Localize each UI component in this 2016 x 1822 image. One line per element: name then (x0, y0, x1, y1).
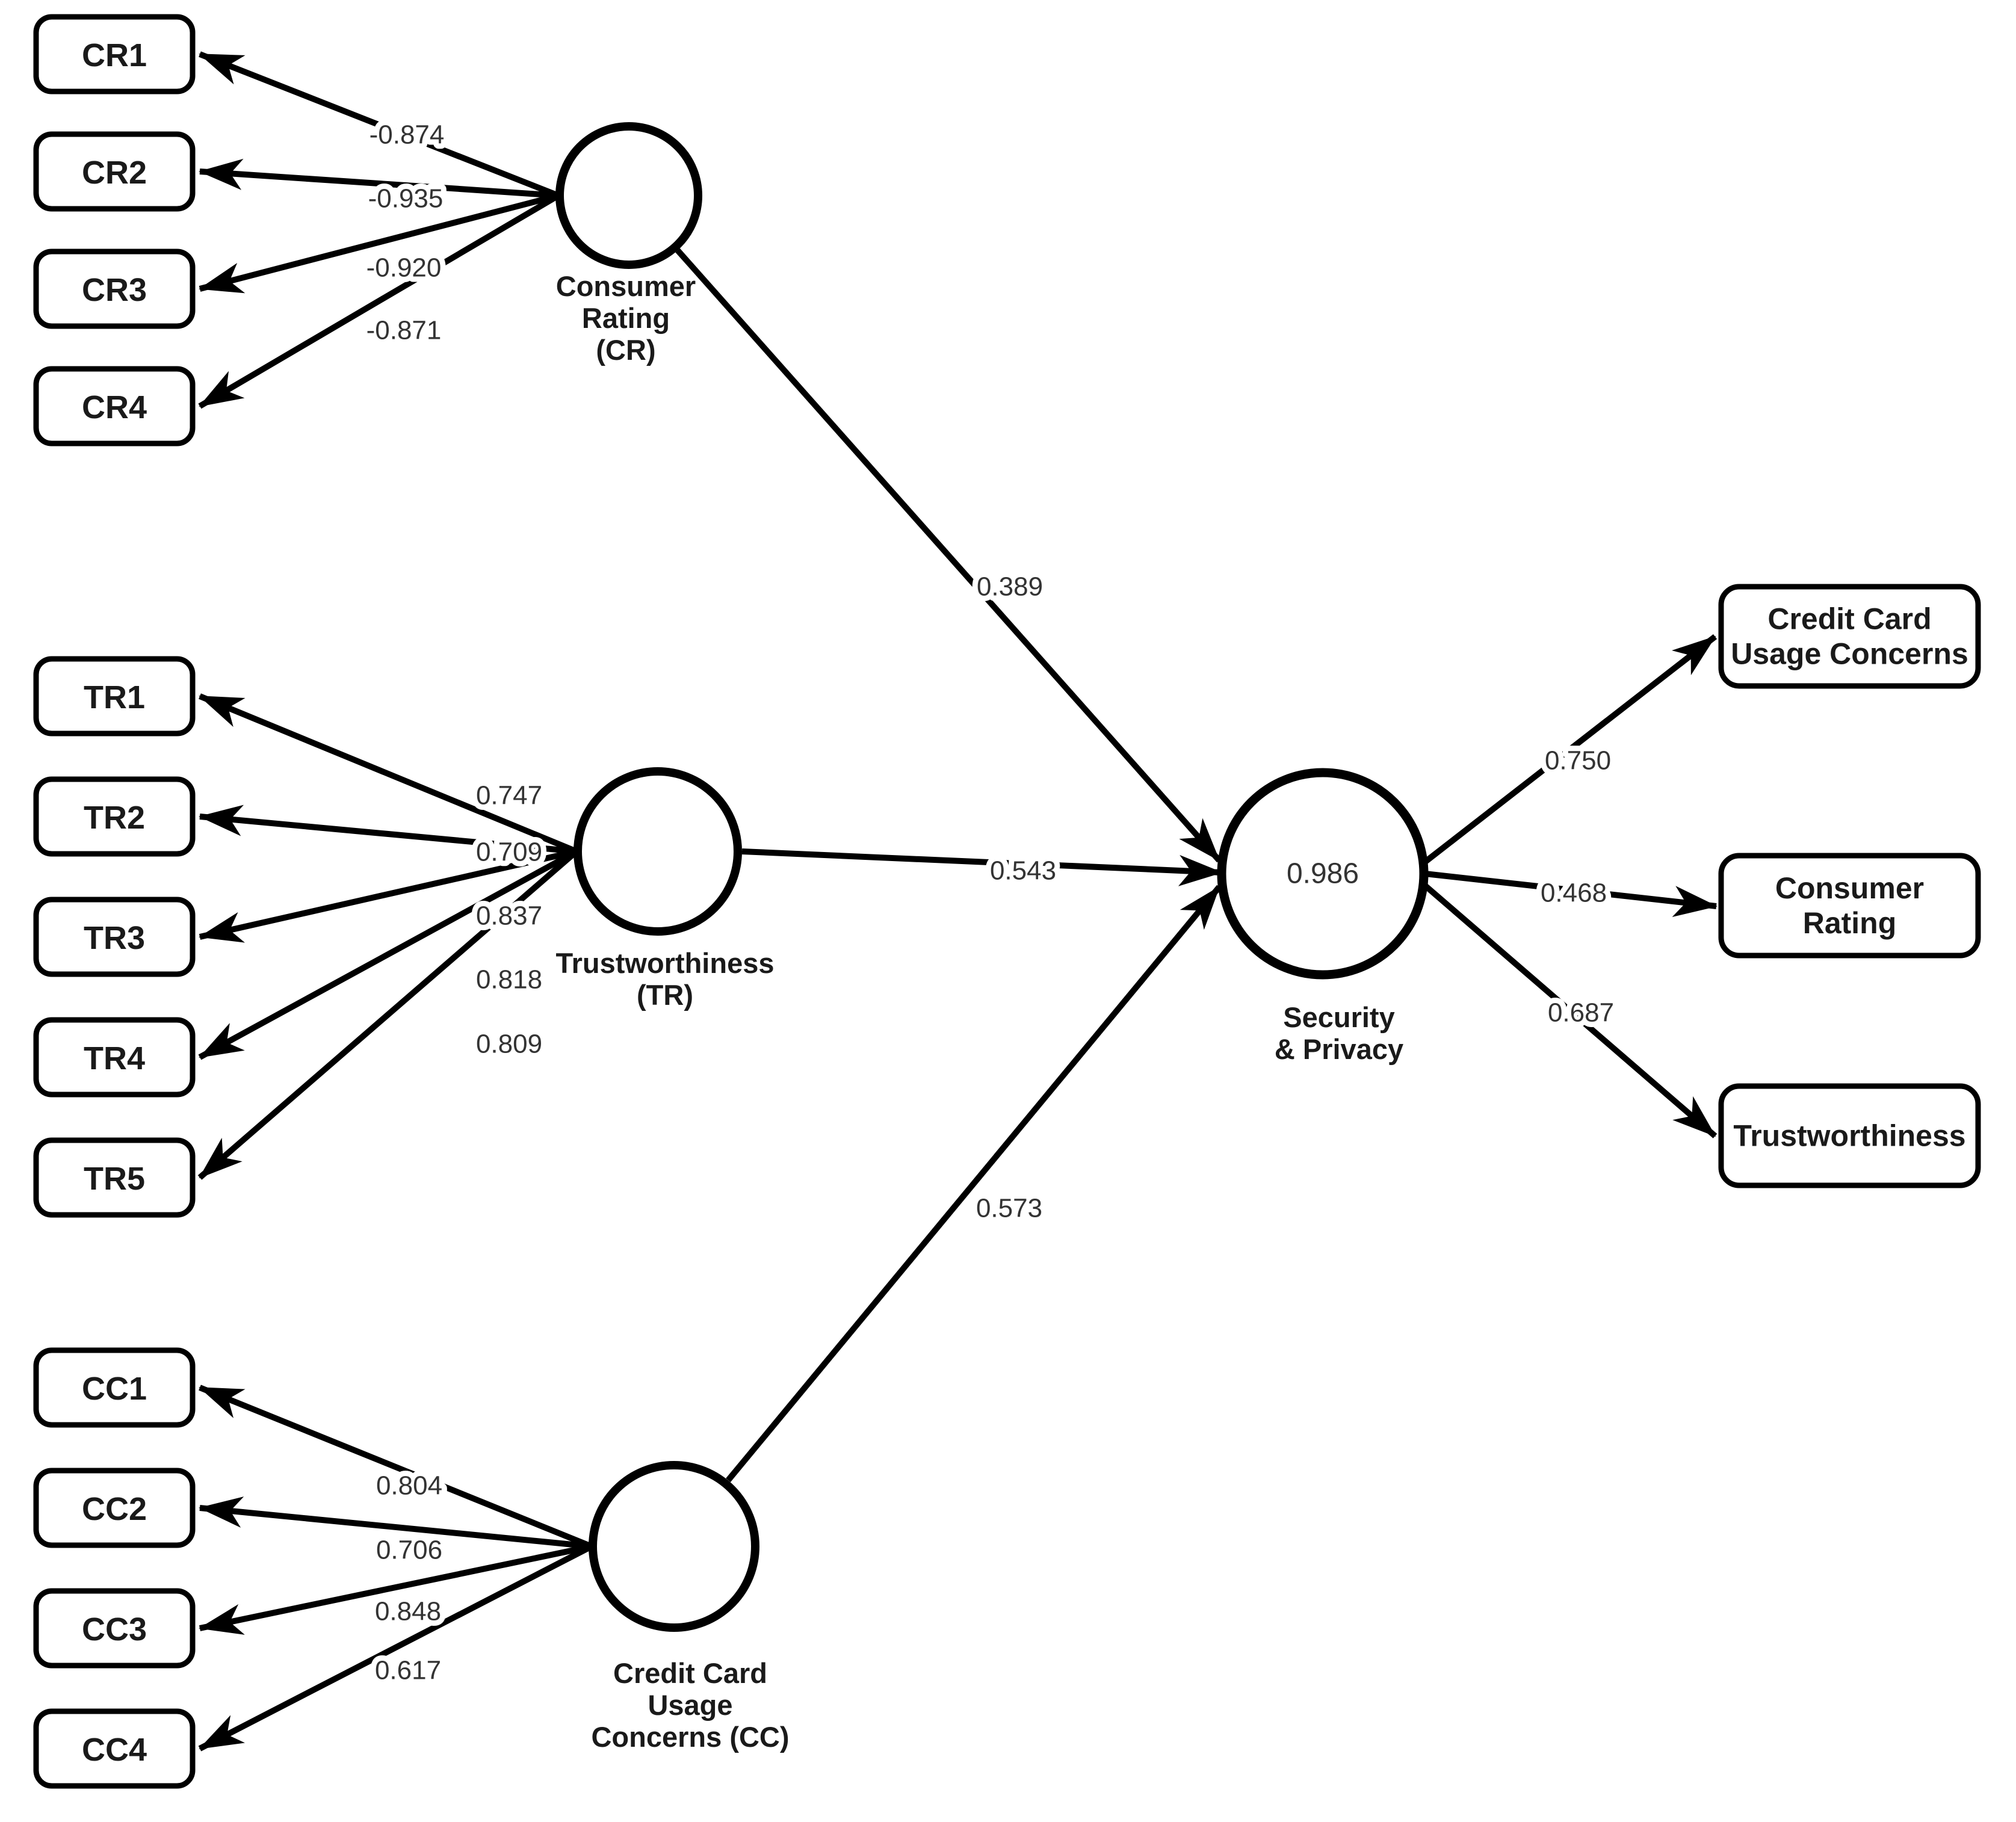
indicator-box-CC2 (33, 1468, 196, 1548)
outcome-label-OUT_TR: Trustworthiness (1733, 1119, 1965, 1153)
indicator-box-CR3 (33, 249, 196, 329)
indicator-box-CR1 (33, 14, 196, 94)
indicator-label-CC2: CC2 (82, 1491, 147, 1527)
path-value-tr-sp: 0.543 (990, 856, 1056, 886)
path-arrow-cr-cr1 (199, 51, 560, 199)
latent-label-TR: Trustworthiness(TR) (555, 947, 774, 1011)
path-value-cc-cc2: 0.706 (376, 1536, 442, 1565)
latent-label-SP: Security& Privacy (1275, 1001, 1403, 1065)
path-arrow-cc-cc1 (199, 1385, 593, 1549)
path-arrow-cr-cr3 (199, 193, 560, 294)
path-arrow-cc-cc4 (198, 1543, 593, 1752)
latent-circle-CC (589, 1461, 759, 1632)
path-value-sp-outcr: 0.468 (1541, 879, 1607, 908)
indicator-label-CR3: CR3 (82, 272, 147, 308)
indicator-label-TR3: TR3 (84, 920, 145, 956)
latent-value-SP: 0.986 (1287, 858, 1359, 890)
path-arrow-tr-tr4 (198, 848, 578, 1060)
path-arrow-cr-sp (675, 248, 1222, 863)
latent-circle-SP (1217, 768, 1429, 980)
latent-circle-CR (555, 122, 702, 269)
indicator-label-CR1: CR1 (82, 37, 147, 73)
indicator-label-CC3: CC3 (82, 1611, 147, 1648)
indicator-box-TR3 (33, 897, 196, 977)
path-value-cr-cr3: -0.920 (366, 253, 442, 283)
path-arrow-cc-sp (726, 885, 1222, 1483)
path-value-cr-cr1: -0.874 (369, 120, 445, 150)
path-arrow-tr-sp (741, 848, 1223, 886)
path-arrow-sp-outtr (1421, 882, 1718, 1138)
path-value-tr-tr4: 0.818 (476, 965, 542, 995)
path-value-cc-cc3: 0.848 (375, 1597, 441, 1626)
path-value-sp-outtr: 0.687 (1548, 998, 1614, 1028)
indicator-label-CC1: CC1 (82, 1371, 147, 1407)
path-value-cc-sp: 0.573 (976, 1194, 1042, 1223)
path-value-tr-tr2: 0.709 (476, 838, 542, 867)
indicator-label-CR2: CR2 (82, 155, 147, 191)
path-value-cr-sp: 0.389 (977, 572, 1043, 602)
path-value-tr-tr1: 0.747 (476, 781, 542, 811)
path-arrow-tr-tr5 (197, 849, 579, 1180)
path-arrow-cr-cr4 (198, 193, 560, 409)
outcome-box-OUT_TR (1718, 1083, 1981, 1188)
path-value-cc-cc4: 0.617 (375, 1656, 441, 1685)
path-arrow-sp-outcc (1421, 634, 1718, 865)
indicator-box-TR4 (33, 1017, 196, 1098)
indicator-label-TR1: TR1 (84, 679, 145, 715)
path-arrow-cc-cc3 (199, 1543, 593, 1635)
outcome-box-OUT_CC (1718, 584, 1981, 689)
indicator-label-TR4: TR4 (84, 1040, 145, 1076)
indicator-box-CC4 (33, 1708, 196, 1789)
indicator-box-CR4 (33, 366, 196, 446)
indicator-label-CR4: CR4 (82, 389, 147, 425)
path-arrow-tr-tr3 (199, 848, 578, 943)
indicator-label-TR5: TR5 (84, 1161, 145, 1197)
indicator-box-CC1 (33, 1347, 196, 1428)
path-arrow-cr-cr2 (199, 158, 559, 199)
indicator-box-CR2 (33, 131, 196, 212)
path-value-cr-cr2: -0.935 (368, 184, 444, 214)
indicator-box-TR5 (33, 1137, 196, 1218)
indicator-box-TR1 (33, 656, 196, 737)
path-value-cr-cr4: -0.871 (366, 316, 442, 345)
path-arrow-tr-tr1 (199, 693, 578, 854)
indicator-box-TR2 (33, 776, 196, 857)
path-value-sp-outcc: 0.750 (1545, 746, 1611, 776)
path-value-tr-tr3: 0.837 (476, 901, 542, 931)
indicator-label-CC4: CC4 (82, 1732, 147, 1768)
path-value-cc-cc1: 0.804 (376, 1471, 442, 1501)
path-arrow-sp-outcr (1424, 871, 1718, 917)
indicator-label-TR2: TR2 (84, 800, 145, 836)
outcome-box-OUT_CR (1718, 853, 1981, 959)
path-value-tr-tr5: 0.809 (476, 1030, 542, 1059)
indicator-box-CC3 (33, 1588, 196, 1669)
path-arrow-cc-cc2 (199, 1496, 592, 1549)
latent-circle-TR (574, 767, 742, 936)
path-arrow-tr-tr2 (199, 804, 577, 854)
